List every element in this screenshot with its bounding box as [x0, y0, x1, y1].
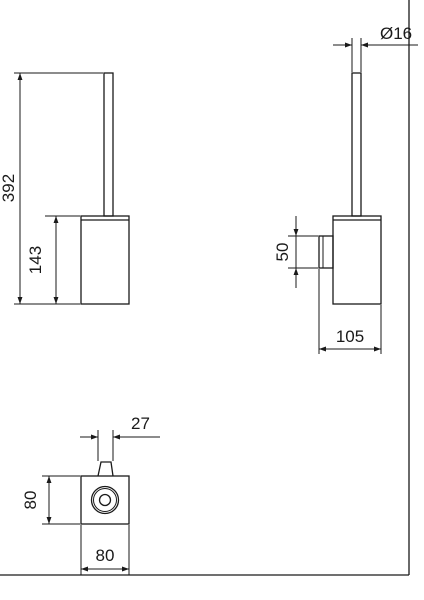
dimension-bracket-height: 50 — [273, 216, 318, 288]
handle-section-circle — [98, 493, 112, 507]
front-view — [80, 72, 130, 305]
side-view — [318, 72, 382, 305]
dimension-total-height: 392 — [0, 72, 103, 305]
dimension-label-80-vertical: 80 — [21, 491, 40, 510]
brush-handle — [103, 72, 114, 217]
top-view — [80, 461, 130, 525]
dimension-label-d16: Ø16 — [380, 24, 412, 43]
brush-handle-side — [351, 72, 362, 217]
holder-body — [80, 215, 130, 305]
dimension-handle-offset: 27 — [80, 414, 160, 461]
holder-body-side — [332, 215, 382, 305]
dimension-label-143: 143 — [26, 246, 45, 274]
dimension-holder-height: 143 — [26, 215, 80, 304]
dimension-handle-diameter: Ø16 — [333, 24, 418, 72]
dimension-depth: 105 — [318, 269, 382, 354]
dimension-base-width: 80 — [80, 525, 130, 575]
opening-inner-circle — [93, 488, 117, 512]
opening-outer-circle — [90, 485, 120, 515]
dimension-label-50: 50 — [273, 243, 292, 262]
dimension-label-80-horizontal: 80 — [96, 546, 115, 565]
dimension-label-27: 27 — [131, 414, 150, 433]
wall-bracket-top — [97, 461, 114, 477]
dimension-label-392: 392 — [0, 174, 18, 202]
wall-bracket — [318, 235, 334, 269]
dimension-label-105: 105 — [336, 327, 364, 346]
holder-top — [80, 475, 130, 525]
dimension-base-depth: 80 — [21, 475, 80, 525]
